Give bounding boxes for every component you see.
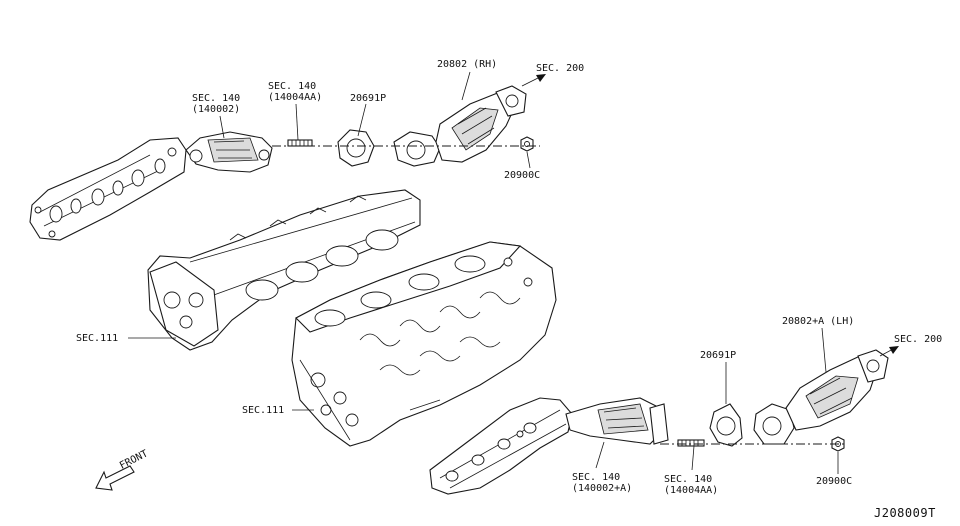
- front-tube-converter-lh[interactable]: [753, 349, 889, 445]
- label-line: SEC. 140: [192, 93, 241, 104]
- manifold-catalyst-lh[interactable]: [565, 397, 669, 445]
- label-sec111-upper: SEC.111: [76, 333, 119, 344]
- diagram-code: J208009T: [874, 506, 936, 520]
- exhaust-manifold-lh[interactable]: [429, 397, 573, 495]
- label-line: SEC. 140: [268, 81, 317, 92]
- leader-lines: [128, 71, 839, 474]
- label-sec140-stud-rh: SEC. 140 (14004AA): [268, 81, 322, 103]
- label-line: (14004AA): [664, 485, 719, 496]
- label-sec200-lh: SEC. 200: [894, 334, 943, 345]
- label-sec200-rh: SEC. 200: [536, 63, 585, 74]
- front-arrow-icon: [95, 465, 135, 491]
- stud-lh[interactable]: [677, 439, 705, 447]
- arrow-right-icon: [521, 74, 546, 87]
- gasket-rh[interactable]: [337, 129, 375, 167]
- label-converter-rh: 20802 (RH): [437, 59, 498, 70]
- cylinder-head-upper[interactable]: [147, 189, 421, 351]
- manifold-catalyst-rh[interactable]: [185, 131, 273, 173]
- nut-rh[interactable]: [520, 136, 534, 152]
- label-sec111-lower: SEC.111: [242, 405, 285, 416]
- label-gasket-lh: 20691P: [700, 350, 737, 361]
- exhaust-manifold-rh[interactable]: [29, 137, 187, 241]
- label-line: (14004AA): [268, 92, 323, 103]
- label-line: SEC. 140: [664, 474, 713, 485]
- arrow-right-icon: [879, 346, 899, 357]
- label-sec140-manifold-lh: SEC. 140 (140002+A): [572, 472, 632, 494]
- label-nut-rh: 20900C: [504, 170, 541, 181]
- label-converter-lh: 20802+A (LH): [782, 316, 855, 327]
- label-gasket-rh: 20691P: [350, 93, 387, 104]
- label-line: (140002+A): [572, 483, 633, 494]
- label-sec140-stud-lh: SEC. 140 (14004AA): [664, 474, 718, 496]
- cylinder-head-lower[interactable]: [291, 241, 557, 447]
- gasket-lh[interactable]: [709, 403, 743, 447]
- label-line: (140002): [192, 104, 241, 115]
- label-line: SEC. 140: [572, 472, 621, 483]
- label-nut-lh: 20900C: [816, 476, 853, 487]
- front-tube-converter-rh[interactable]: [393, 85, 527, 167]
- label-sec140-manifold-rh: SEC. 140 (140002): [192, 93, 240, 115]
- stud-rh[interactable]: [287, 139, 313, 147]
